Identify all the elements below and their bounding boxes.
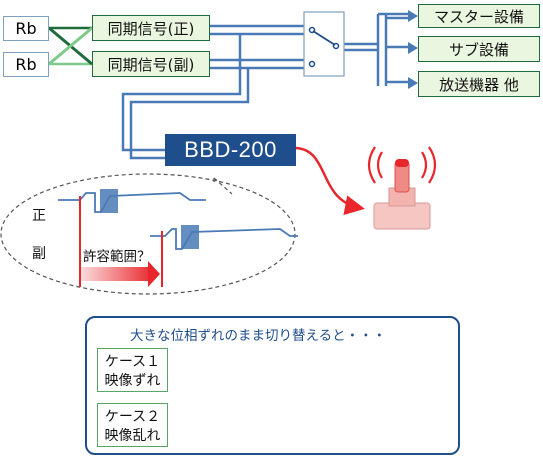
sync-sub-box: 同期信号(副) bbox=[92, 51, 210, 77]
case-1-box: ケース１ 映像ずれ bbox=[97, 348, 168, 392]
timing-waveforms bbox=[58, 189, 298, 287]
case-panel-title: 大きな位相ずれのまま切り替えると・・・ bbox=[130, 328, 387, 344]
output-broadcast-label: 放送機器 他 bbox=[439, 75, 519, 94]
bbd-200-label: BBD-200 bbox=[184, 137, 277, 162]
crossover-lines bbox=[48, 26, 93, 66]
output-sub-box: サブ設備 bbox=[418, 36, 540, 62]
case-2-box: ケース２ 映像乱れ bbox=[97, 403, 168, 447]
rb-source-2-label: Rb bbox=[15, 55, 37, 74]
timing-bubble bbox=[0, 173, 296, 295]
case-2-title: ケース２ bbox=[104, 409, 161, 425]
rb-source-1: Rb bbox=[3, 16, 49, 41]
sync-main-box: 同期信号(正) bbox=[92, 15, 210, 41]
signal-lines bbox=[121, 12, 408, 160]
sync-main-label: 同期信号(正) bbox=[107, 19, 195, 38]
output-arrowheads bbox=[408, 10, 418, 89]
case-1-desc: 映像ずれ bbox=[104, 373, 161, 389]
output-master-box: マスター設備 bbox=[418, 4, 540, 28]
tolerance-label: 許容範囲？ bbox=[83, 249, 151, 265]
rb-source-1-label: Rb bbox=[15, 19, 37, 38]
case-2-desc: 映像乱れ bbox=[104, 428, 161, 444]
output-broadcast-box: 放送機器 他 bbox=[418, 71, 540, 97]
alarm-icon bbox=[367, 146, 437, 230]
timing-main-label: 正 bbox=[32, 208, 46, 224]
changeover-switch bbox=[303, 11, 345, 77]
sync-sub-label: 同期信号(副) bbox=[107, 55, 195, 74]
bbd-200-device: BBD-200 bbox=[165, 134, 296, 166]
case-1-title: ケース１ bbox=[104, 354, 161, 370]
output-master-label: マスター設備 bbox=[433, 7, 524, 26]
output-sub-label: サブ設備 bbox=[448, 40, 509, 59]
timing-sub-label: 副 bbox=[32, 246, 46, 262]
rb-source-2: Rb bbox=[3, 52, 49, 77]
alarm-link-arrow bbox=[295, 146, 365, 215]
